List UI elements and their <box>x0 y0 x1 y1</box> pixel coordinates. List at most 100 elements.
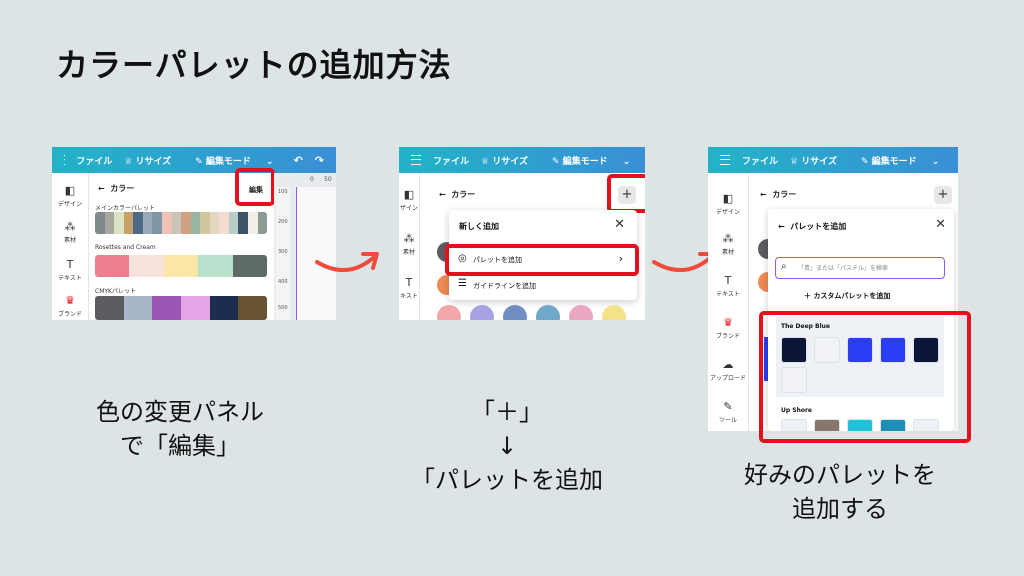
edit-button[interactable]: 編集 <box>249 186 263 194</box>
tools-icon: ✎ <box>723 400 733 413</box>
palette-swatch[interactable] <box>200 212 210 234</box>
resize-menu[interactable]: ♕ リサイズ <box>790 156 837 167</box>
palette-swatch[interactable] <box>171 212 182 234</box>
palette-swatch[interactable] <box>228 212 239 234</box>
palette-swatch[interactable] <box>95 296 124 320</box>
palette-search-input[interactable]: ⌕ 「青」または「パステル」を検索 <box>775 257 945 279</box>
text-icon: T <box>66 258 74 271</box>
palette-swatch <box>880 419 906 431</box>
palette-swatch[interactable] <box>123 212 134 234</box>
palette-swatch[interactable] <box>161 212 172 234</box>
palette-swatch[interactable] <box>142 212 153 234</box>
back-arrow-icon[interactable]: ← <box>439 190 446 199</box>
edit-mode-menu[interactable]: ✎ 編集モード ⌄ <box>551 156 631 167</box>
rail-brand[interactable]: ♛ブランド <box>52 295 88 319</box>
palette-swatch[interactable] <box>190 212 201 234</box>
elements-icon: ⁂ <box>64 220 76 233</box>
menu-icon[interactable] <box>411 155 421 165</box>
up-shore-swatches[interactable] <box>781 419 941 431</box>
guideline-icon: ☰ <box>458 278 467 289</box>
palette-swatch[interactable] <box>129 255 164 277</box>
resize-menu[interactable]: ♕ リサイズ <box>124 156 172 167</box>
palette-swatch[interactable] <box>181 296 210 320</box>
palette-swatch[interactable] <box>95 255 130 277</box>
add-color-button[interactable]: + <box>934 186 952 204</box>
swatch-circle[interactable] <box>536 305 560 320</box>
palette-swatch <box>781 337 807 363</box>
palette-swatch[interactable] <box>152 296 182 320</box>
rail-design[interactable]: ◧デザイン <box>708 193 748 217</box>
palette-swatch[interactable] <box>248 212 258 234</box>
close-icon[interactable]: ✕ <box>935 217 946 232</box>
resize-menu[interactable]: ♕ リサイズ <box>481 156 528 167</box>
swatch-circle[interactable] <box>569 305 593 320</box>
redo-icon[interactable]: ↷ <box>314 153 324 167</box>
edit-mode-menu[interactable]: ✎ 編集モード ⌄ <box>195 156 274 167</box>
palette-icon: ◎ <box>458 253 467 264</box>
rail-tools[interactable]: ✎ツール <box>708 400 748 425</box>
rail-elements[interactable]: ⁂素材 <box>52 220 88 245</box>
menu-item-add-guideline[interactable]: ☰ ガイドラインを追加 <box>458 278 536 290</box>
edit-mode-menu[interactable]: ✎ 編集モード ⌄ <box>860 156 940 167</box>
palette-swatch[interactable] <box>209 212 220 234</box>
add-custom-palette-button[interactable]: ＋ カスタムパレットを追加 <box>804 292 891 300</box>
main-palette-label: メインカラーパレット <box>95 205 155 212</box>
brand-icon: ♛ <box>723 316 733 329</box>
palette-swatch <box>781 367 807 393</box>
palette-swatch[interactable] <box>95 212 105 234</box>
rail-design[interactable]: ◧ザイン <box>399 188 418 213</box>
palette-swatch[interactable] <box>257 212 267 234</box>
palette-swatch[interactable] <box>181 212 191 234</box>
swatch-circle[interactable] <box>470 305 494 320</box>
palette-swatch[interactable] <box>219 212 229 234</box>
highlight-edit <box>235 168 275 206</box>
swatch-circle[interactable] <box>602 305 626 320</box>
palette-swatch[interactable] <box>232 255 267 277</box>
back-arrow-icon[interactable]: ← <box>760 190 767 199</box>
caption-step2: 「＋」 ↓ 「パレットを追加 <box>411 398 603 494</box>
rail-design[interactable]: ◧デザイン <box>52 185 88 209</box>
close-icon[interactable]: ✕ <box>614 217 625 232</box>
rail-upload[interactable]: ☁アップロード <box>709 358 746 383</box>
menu-item-add-palette[interactable]: ◎ パレットを追加 › <box>458 252 623 265</box>
swatch-circle[interactable] <box>503 305 527 320</box>
rail-brand[interactable]: ♛ブランド <box>708 316 748 341</box>
rail-elements[interactable]: ⁂素材 <box>708 233 748 257</box>
palette-swatch[interactable] <box>163 255 199 277</box>
swatch-circle[interactable] <box>437 305 461 320</box>
palette-option-deep-blue[interactable]: The Deep Blue <box>776 317 944 397</box>
palette-swatch[interactable] <box>152 212 162 234</box>
palette-swatch[interactable] <box>104 212 115 234</box>
file-menu[interactable]: ファイル <box>742 156 779 167</box>
file-menu[interactable]: ファイル <box>76 156 113 167</box>
palette-swatch[interactable] <box>198 255 233 277</box>
rail-elements[interactable]: ⁂素材 <box>399 232 419 257</box>
main-palette[interactable] <box>95 212 267 234</box>
back-arrow-icon[interactable]: ← <box>778 222 785 231</box>
add-palette-dialog: ← パレットを追加 ✕ ⌕ 「青」または「パステル」を検索 ＋ カスタムパレット… <box>768 209 954 431</box>
file-menu[interactable]: ファイル <box>433 156 470 167</box>
back-arrow-icon[interactable]: ← <box>98 184 105 193</box>
deep-blue-swatches <box>781 337 941 395</box>
menu-icon[interactable] <box>720 155 730 165</box>
cloud-upload-icon: ☁ <box>722 358 734 371</box>
elements-icon: ⁂ <box>403 232 415 245</box>
highlight-add-palette <box>445 244 639 276</box>
palette-swatch[interactable] <box>209 296 239 320</box>
palette-swatch[interactable] <box>133 212 143 234</box>
up-shore-label: Up Shore <box>781 407 812 414</box>
palette-swatch[interactable] <box>123 296 153 320</box>
rosettes-palette[interactable] <box>95 255 267 277</box>
cmyk-palette[interactable] <box>95 296 267 320</box>
palette-swatch[interactable] <box>114 212 124 234</box>
undo-icon[interactable]: ↶ <box>293 153 303 167</box>
palette-swatch[interactable] <box>238 296 267 320</box>
palette-swatch[interactable] <box>238 212 248 234</box>
add-color-button[interactable]: + <box>618 186 636 204</box>
